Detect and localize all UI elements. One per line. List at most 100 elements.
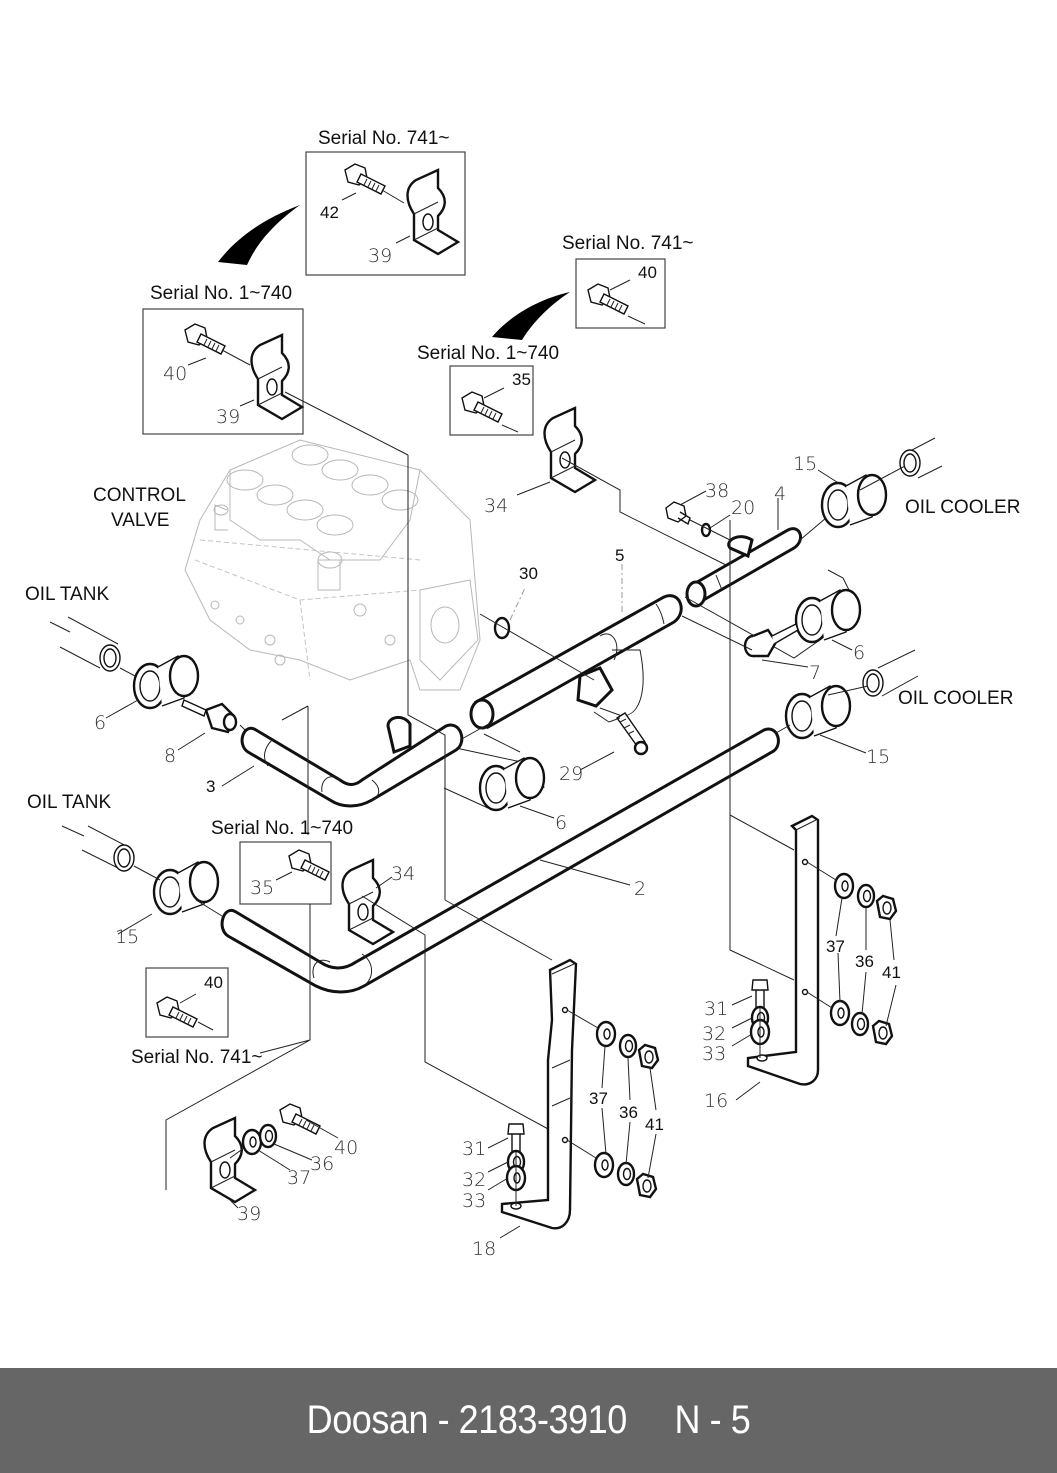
- pipe-3: [240, 716, 464, 808]
- callout-36: 36: [310, 1153, 334, 1175]
- label-oil-tank-lower: OIL TANK: [27, 792, 111, 813]
- parts-diagram: Serial No. 741~ 42 39 Serial No. 1~740 4…: [25, 128, 1020, 1260]
- callout-18: 18: [472, 1238, 496, 1260]
- callout-15: 15: [866, 746, 890, 768]
- callout-8: 8: [164, 745, 176, 767]
- hose-oil-cooler-lower-icon: [862, 669, 884, 697]
- serial-box-upper-right: [575, 258, 666, 329]
- clamp-34-icon: [341, 858, 395, 946]
- flange-15-icon: [152, 860, 220, 916]
- control-valve-illustration: [184, 439, 481, 691]
- serial-box-lower-center: [239, 841, 332, 905]
- washer-37-icon: [595, 1020, 617, 1048]
- lockwasher-36-icon: [856, 883, 876, 909]
- callout-42: 42: [320, 203, 339, 222]
- serial-note-mid-center: Serial No. 1~740: [417, 343, 559, 364]
- callout-15: 15: [793, 453, 817, 475]
- label-control-valve-1: CONTROL: [93, 485, 186, 506]
- callout-40: 40: [163, 363, 187, 385]
- clamp-39-icon: [406, 168, 460, 256]
- hose-oil-tank-lower: [61, 825, 131, 869]
- bolt-40-icon: [279, 1103, 321, 1135]
- adapter-7-icon: [743, 623, 799, 658]
- callout-20: 20: [731, 497, 755, 519]
- callout-31: 31: [704, 998, 728, 1020]
- callout-16: 16: [704, 1090, 728, 1112]
- flange-6-icon: [478, 756, 546, 812]
- washer-37-icon: [829, 999, 851, 1027]
- serial-note-top-center: Serial No. 741~: [318, 128, 450, 149]
- serial-note-lower-center: Serial No. 1~740: [211, 818, 353, 839]
- nut-41-icon: [635, 1172, 658, 1199]
- nut-41-icon: [875, 894, 898, 921]
- callout-4: 4: [774, 483, 786, 505]
- callout-29: 29: [559, 763, 583, 785]
- hose-oil-tank-upper: [49, 616, 119, 669]
- callout-35: 35: [512, 370, 531, 389]
- callout-35: 35: [250, 877, 274, 899]
- callout-34: 34: [484, 495, 508, 517]
- flange-15-icon: [820, 473, 888, 529]
- callout-41: 41: [882, 963, 901, 982]
- bolt-40-icon: [184, 323, 226, 355]
- callout-2: 2: [634, 878, 646, 900]
- callout-37: 37: [826, 937, 845, 956]
- callout-33: 33: [462, 1190, 486, 1212]
- bolt-29-icon: [615, 712, 649, 756]
- bracket-18: [500, 958, 578, 1230]
- callout-37: 37: [287, 1167, 311, 1189]
- callout-6: 6: [853, 642, 865, 664]
- oring-20-icon: [700, 522, 712, 538]
- bolt-35-icon: [461, 391, 503, 423]
- callout-37: 37: [589, 1089, 608, 1108]
- bolt-31-icon: [751, 979, 769, 1009]
- flange-6-icon: [794, 588, 862, 644]
- callout-15: 15: [115, 926, 139, 948]
- callout-33: 33: [702, 1043, 726, 1065]
- callout-39: 39: [237, 1203, 261, 1225]
- callout-6: 6: [555, 812, 567, 834]
- pipe-2: [220, 727, 780, 994]
- lockwasher-36-icon: [616, 1161, 636, 1187]
- serial-box-top-center: [305, 151, 466, 276]
- bolt-31-icon: [507, 1123, 525, 1153]
- callout-30: 30: [519, 564, 538, 583]
- arrow-left-mid-icon: [492, 292, 570, 340]
- callout-36: 36: [855, 952, 874, 971]
- flange-15-icon: [784, 684, 852, 740]
- washer-37-icon: [833, 872, 855, 900]
- callout-39: 39: [368, 245, 392, 267]
- clamp-34-icon: [543, 406, 597, 494]
- label-oil-tank-upper: OIL TANK: [25, 584, 109, 605]
- callout-5: 5: [615, 546, 624, 565]
- callout-7: 7: [809, 662, 821, 684]
- nut-41-icon: [637, 1043, 660, 1070]
- callout-41: 41: [645, 1115, 664, 1134]
- callout-40: 40: [334, 1137, 358, 1159]
- callout-39: 39: [216, 406, 240, 428]
- callout-40: 40: [204, 973, 223, 992]
- hose-oil-tank-lower-icon: [113, 844, 135, 872]
- callout-36: 36: [619, 1103, 638, 1122]
- lockwasher-36-icon: [850, 1011, 870, 1037]
- serial-note-top-left: Serial No. 1~740: [150, 283, 292, 304]
- arrow-left-upper-icon: [218, 205, 300, 265]
- pipe-4: [685, 498, 803, 608]
- nut-41-icon: [871, 1019, 894, 1046]
- bolt-35-icon: [288, 849, 330, 881]
- footer-part-number: Doosan - 2183-3910 N - 5: [306, 1398, 751, 1442]
- serial-note-lower-left: Serial No. 741~: [131, 1047, 263, 1068]
- label-oil-cooler-lower: OIL COOLER: [898, 688, 1013, 709]
- label-oil-cooler-upper: OIL COOLER: [905, 497, 1020, 518]
- plug-38-icon: [665, 501, 691, 526]
- bolt-40-icon: [156, 996, 198, 1028]
- serial-box-mid-center: [449, 365, 534, 436]
- callout-38: 38: [705, 480, 729, 502]
- callout-31: 31: [462, 1138, 486, 1160]
- lockwasher-36-icon: [258, 1123, 278, 1149]
- lockwasher-36-icon: [618, 1033, 638, 1059]
- bolt-42-icon: [344, 163, 386, 195]
- pipe-5: [469, 594, 683, 730]
- hose-oil-tank-upper-icon: [99, 644, 121, 672]
- label-control-valve-2: VALVE: [111, 510, 169, 531]
